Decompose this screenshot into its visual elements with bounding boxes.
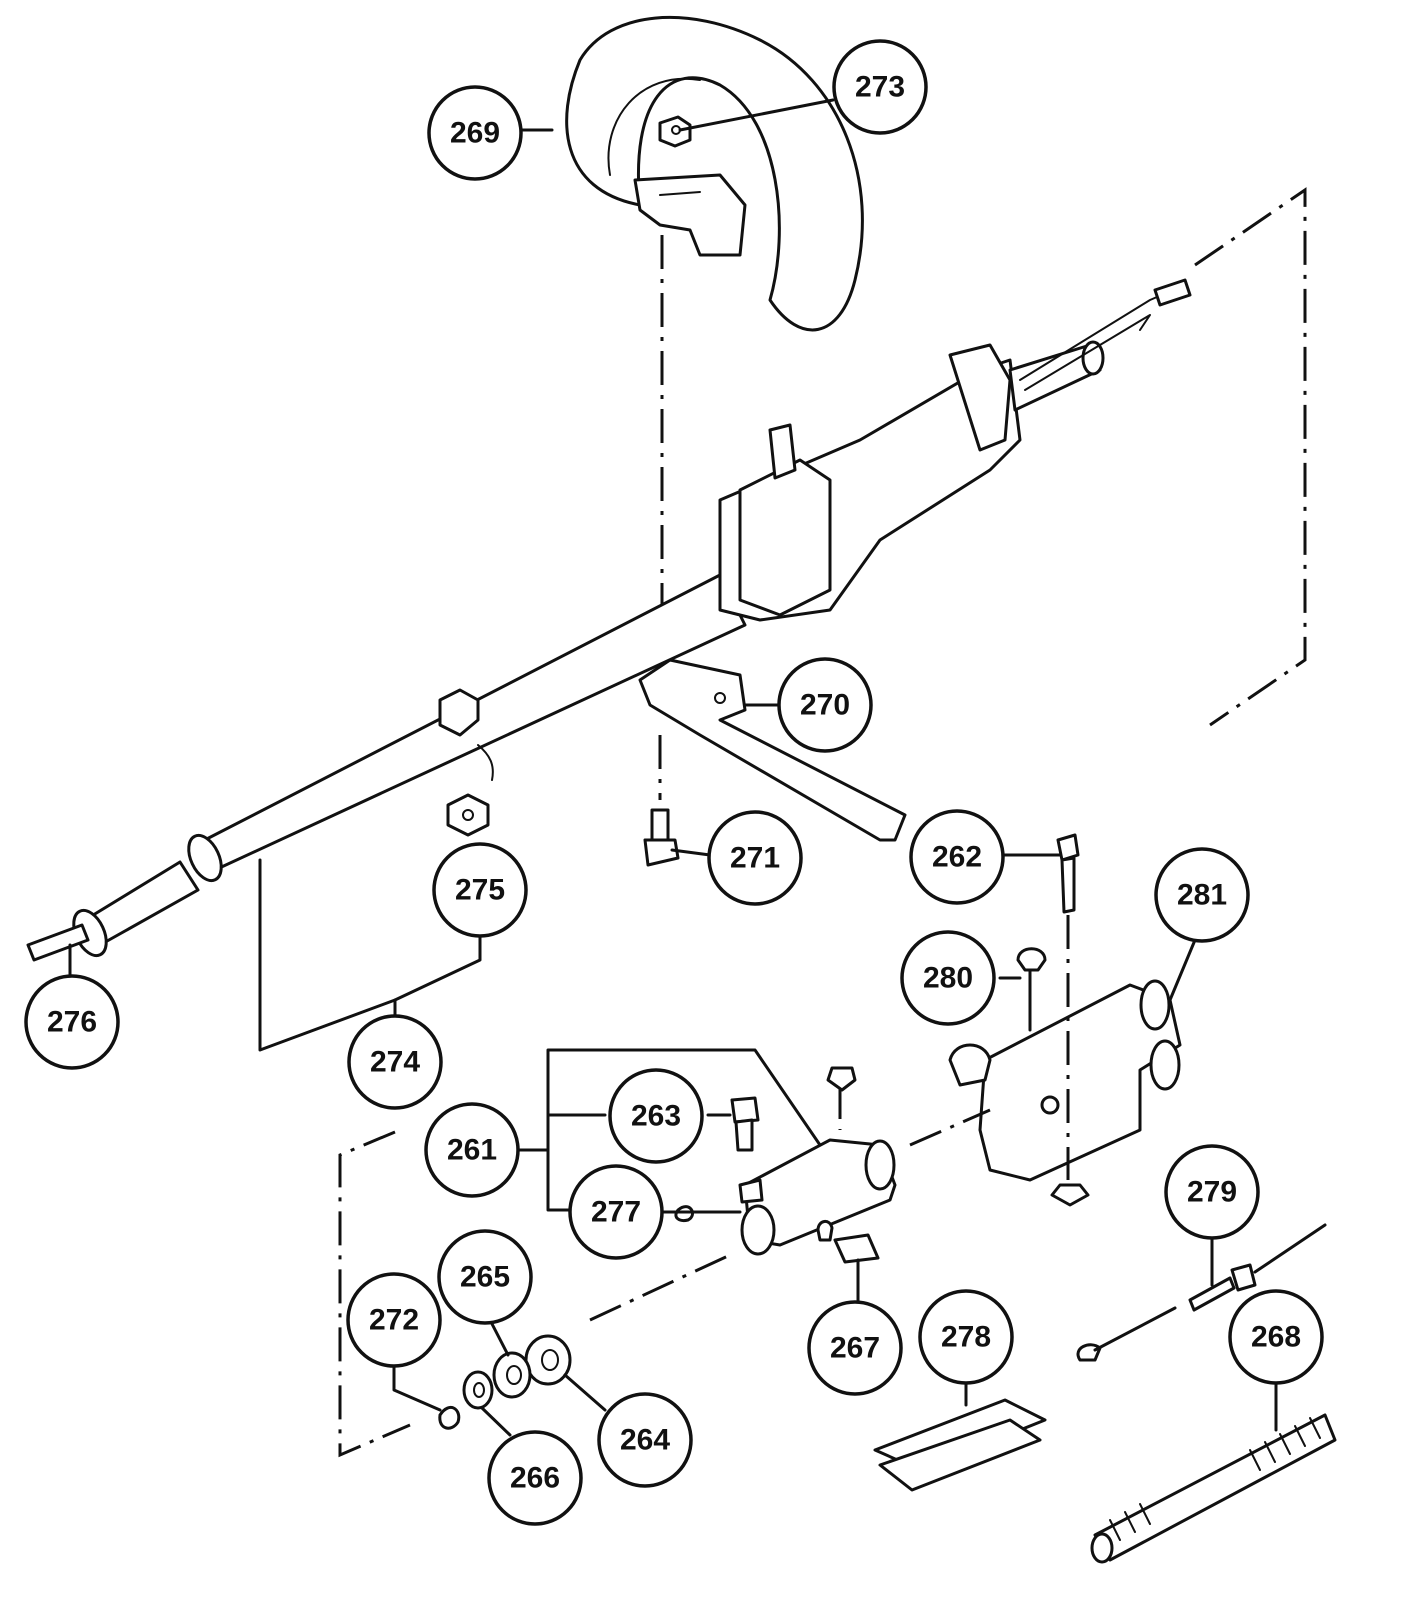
tube-clamp-nut	[438, 688, 494, 837]
bushing-278	[873, 1398, 1047, 1492]
loop-handle	[565, 16, 864, 332]
callout-label: 278	[941, 1321, 991, 1354]
callout-label: 267	[830, 1332, 880, 1365]
callout-label: 265	[460, 1261, 510, 1294]
callout-label: 262	[932, 841, 982, 874]
callout-274: 274	[347, 1014, 443, 1110]
callout-271: 271	[707, 810, 803, 906]
handle-nut	[658, 115, 692, 148]
bolt-267	[833, 1233, 880, 1264]
callout-276: 276	[24, 974, 120, 1070]
callout-275: 275	[432, 842, 528, 938]
callout-273: 273	[832, 39, 928, 135]
bolt-262	[1056, 833, 1080, 914]
drive-shaft-268	[1090, 1413, 1337, 1564]
throttle-housing	[718, 278, 1192, 622]
callout-label: 279	[1187, 1176, 1237, 1209]
callout-264: 264	[597, 1392, 693, 1488]
screw-280	[1016, 947, 1047, 1032]
callout-label: 268	[1251, 1321, 1301, 1354]
callout-label: 261	[447, 1134, 497, 1167]
callout-label: 264	[620, 1424, 670, 1457]
callout-262: 262	[909, 809, 1005, 905]
callout-261: 261	[424, 1102, 520, 1198]
callout-label: 276	[47, 1006, 97, 1039]
callout-272: 272	[346, 1272, 442, 1368]
callout-279: 279	[1164, 1144, 1260, 1240]
arrow-down-icon-2	[826, 1066, 857, 1092]
leader-lines	[68, 98, 1278, 1437]
callout-269: 269	[427, 85, 523, 181]
axis-coupling-left	[589, 1253, 731, 1322]
washer-264	[524, 1334, 572, 1386]
callout-281: 281	[1154, 847, 1250, 943]
arrow-down-icon	[1050, 1183, 1090, 1207]
bolt-263	[730, 1096, 760, 1152]
clip-272	[438, 1405, 461, 1430]
callout-label: 269	[450, 117, 500, 150]
callout-label: 263	[631, 1100, 681, 1133]
washer-266	[462, 1370, 494, 1410]
drive-shaft-279	[1076, 1223, 1327, 1362]
gear-case-cover	[948, 979, 1182, 1182]
callout-280: 280	[900, 930, 996, 1026]
callout-270: 270	[777, 657, 873, 753]
shaft-tube	[26, 573, 747, 962]
callout-label: 274	[370, 1046, 420, 1079]
bracket-bolt	[643, 808, 680, 867]
shaft-coupling	[738, 1085, 897, 1256]
callout-label: 270	[800, 689, 850, 722]
washer-265	[492, 1351, 532, 1399]
callout-label: 281	[1177, 879, 1227, 912]
callout-label: 273	[855, 71, 905, 104]
callout-266: 266	[487, 1430, 583, 1526]
callout-267: 267	[807, 1300, 903, 1396]
callout-278: 278	[918, 1289, 1014, 1385]
callout-label: 272	[369, 1304, 419, 1337]
axis-coupling-right	[909, 1108, 991, 1147]
handle-bracket	[638, 658, 907, 842]
callout-label: 266	[510, 1462, 560, 1495]
callout-label: 275	[455, 874, 505, 907]
callout-label: 277	[591, 1196, 641, 1229]
callout-277: 277	[568, 1164, 664, 1260]
assembly-bracket-right	[1194, 187, 1307, 727]
callout-268: 268	[1228, 1289, 1324, 1385]
assembly-bracket-left	[338, 1130, 411, 1458]
callout-label: 271	[730, 842, 780, 875]
callout-263: 263	[608, 1068, 704, 1164]
callout-label: 280	[923, 962, 973, 995]
callout-265: 265	[437, 1229, 533, 1325]
washer-277	[674, 1205, 694, 1222]
